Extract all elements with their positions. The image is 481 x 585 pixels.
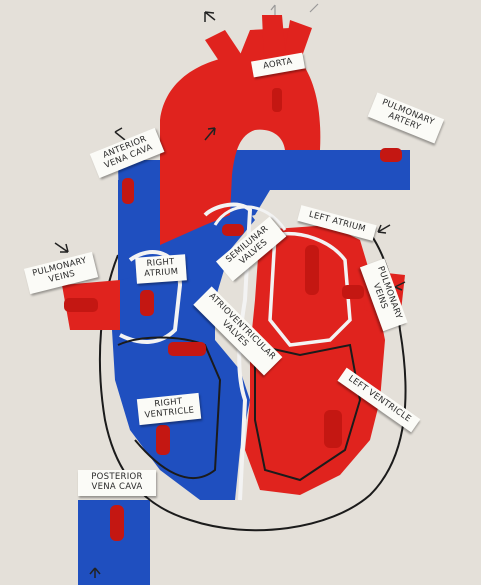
pin-right-atrium	[140, 290, 154, 316]
pin-left-ventricle	[324, 410, 342, 448]
label-posterior-vena-cava: POSTERIOR VENA CAVA	[78, 470, 156, 496]
pin-av-valves	[168, 342, 206, 356]
label-right-atrium: RIGHT ATRIUM	[135, 254, 187, 283]
pin-right-ventricle	[156, 425, 170, 455]
pin-aorta	[272, 88, 282, 112]
pin-pulmonary-veins-left	[64, 298, 98, 312]
pin-semilunar	[222, 224, 244, 236]
pin-posterior-vena-cava	[110, 505, 124, 541]
pin-left-atrium	[305, 245, 319, 295]
pin-pulmonary-artery	[380, 148, 402, 162]
pin-anterior-vena-cava	[122, 178, 134, 204]
pin-pulmonary-veins-right	[342, 285, 364, 299]
